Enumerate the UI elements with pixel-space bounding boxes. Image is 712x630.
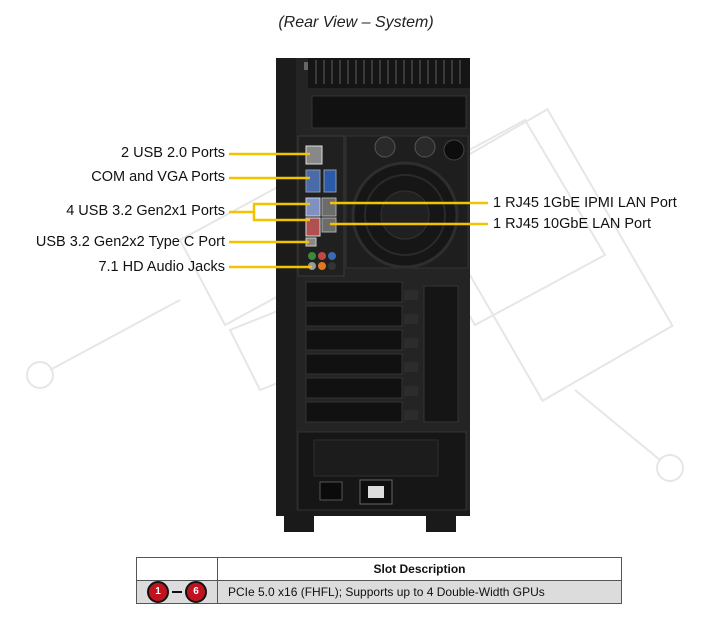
usb3-ports-b (305, 217, 321, 237)
right-foot (426, 512, 456, 532)
slot-badge-end: 6 (185, 581, 207, 603)
expansion-slots (305, 281, 403, 423)
label-usb3-gen2x1-ports: 4 USB 3.2 Gen2x1 Ports (66, 203, 225, 219)
label-ipmi-lan-port: 1 RJ45 1GbE IPMI LAN Port (493, 195, 677, 211)
table-header: Slot Description (217, 557, 622, 581)
label-10gbe-lan-port: 1 RJ45 10GbE LAN Port (493, 216, 651, 232)
range-dash (172, 591, 182, 593)
slot-description: PCIe 5.0 x16 (FHFL); Supports up to 4 Do… (217, 580, 622, 604)
callout-lines (229, 152, 488, 269)
side-vent (423, 285, 459, 423)
left-foot (284, 512, 314, 532)
figure-title: (Rear View – System) (278, 14, 434, 31)
label-usb-type-c-port: USB 3.2 Gen2x2 Type C Port (35, 234, 225, 250)
label-usb2-ports: 2 USB 2.0 Ports (121, 145, 225, 161)
label-audio-jacks: 7.1 HD Audio Jacks (98, 259, 225, 275)
tower-rear-view (229, 58, 488, 532)
power-switch (319, 481, 343, 501)
usb3-ports-a (305, 197, 321, 217)
vga-port (305, 169, 321, 193)
table-header-blank (136, 557, 218, 581)
audio-jacks (328, 262, 336, 270)
slot-badge-start: 1 (147, 581, 169, 603)
label-com-vga-ports: COM and VGA Ports (91, 169, 225, 185)
ipmi-lan-port (321, 197, 337, 217)
